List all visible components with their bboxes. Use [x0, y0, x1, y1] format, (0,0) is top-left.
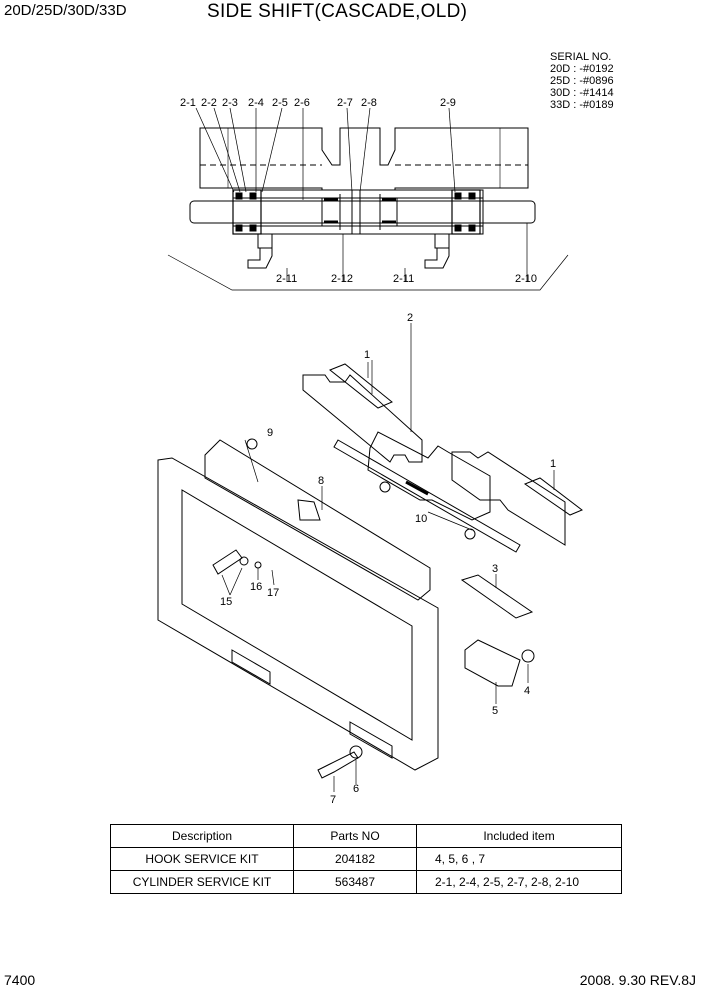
carriage-frame — [157, 438, 439, 771]
kit-description: CYLINDER SERVICE KIT — [110, 870, 294, 894]
callout: 2-8 — [361, 97, 377, 109]
kit-description: HOOK SERVICE KIT — [110, 847, 294, 871]
callout: 15 — [220, 596, 232, 608]
kit-part-number: 563487 — [293, 870, 417, 894]
kit-included-items: 4, 5, 6 , 7 — [416, 847, 622, 871]
column-header: Included item — [416, 824, 622, 848]
callout: 2-11 — [276, 273, 297, 285]
hook-plate-upper — [302, 360, 423, 463]
callout: 16 — [250, 581, 262, 593]
callout: 2-4 — [248, 97, 264, 109]
callout: 2-1 — [180, 97, 196, 109]
cylinder-assembly — [333, 431, 521, 553]
callout: 2-3 — [222, 97, 238, 109]
hook-block — [464, 639, 521, 687]
main-leaders — [221, 362, 555, 792]
kit-included-items: 2-1, 2-4, 2-5, 2-7, 2-8, 2-10 — [416, 870, 622, 894]
callout: 2-12 — [331, 273, 353, 285]
serial-line: 33D : -#0189 — [550, 99, 614, 111]
serial-number-block: SERIAL NO. 20D : -#0192 25D : -#0896 30D… — [550, 51, 614, 111]
table-row: CYLINDER SERVICE KIT 563487 2-1, 2-4, 2-… — [110, 870, 622, 894]
hook-plate-right — [451, 451, 583, 546]
fitting-right — [424, 233, 450, 269]
revision-date: 2008. 9.30 REV.8J — [579, 972, 696, 988]
serial-line: 25D : -#0896 — [550, 75, 614, 87]
callout: 2 — [407, 312, 413, 324]
service-kit-table: Description Parts NO Included item HOOK … — [110, 824, 622, 894]
callout: 2-5 — [272, 97, 288, 109]
callout: 17 — [267, 587, 279, 599]
callout: 10 — [415, 513, 427, 525]
callout: 2-2 — [201, 97, 217, 109]
callout: 2-11 — [393, 273, 414, 285]
table-row: HOOK SERVICE KIT 204182 4, 5, 6 , 7 — [110, 847, 622, 871]
callout: 7 — [330, 794, 336, 806]
callout: 1 — [364, 349, 370, 361]
page-title: SIDE SHIFT(CASCADE,OLD) — [207, 1, 468, 22]
column-header: Parts NO — [293, 824, 417, 848]
callout: 4 — [524, 685, 530, 697]
serial-heading: SERIAL NO. — [550, 51, 612, 63]
nut — [521, 649, 535, 663]
cylinder-section-view — [167, 127, 569, 291]
fitting-left — [247, 233, 273, 269]
callout: 2-9 — [440, 97, 456, 109]
washer — [349, 745, 363, 759]
callout: 5 — [492, 705, 498, 717]
callout: 9 — [267, 427, 273, 439]
kit-part-number: 204182 — [293, 847, 417, 871]
callout: 6 — [353, 783, 359, 795]
top-leaders — [195, 107, 528, 282]
callout: 2-6 — [294, 97, 310, 109]
serial-line: 30D : -#1414 — [550, 87, 614, 99]
table-header-row: Description Parts NO Included item — [110, 824, 622, 848]
callout: 3 — [492, 563, 498, 575]
callout: 2-10 — [515, 273, 537, 285]
serial-line: 20D : -#0192 — [550, 63, 614, 75]
wear-bar — [460, 574, 534, 619]
callout: 2-7 — [337, 97, 353, 109]
callout: 1 — [550, 458, 556, 470]
column-header: Description — [110, 824, 294, 848]
page-number: 7400 — [4, 972, 36, 988]
model-numbers: 20D/25D/30D/33D — [4, 2, 127, 19]
callout: 8 — [318, 475, 324, 487]
